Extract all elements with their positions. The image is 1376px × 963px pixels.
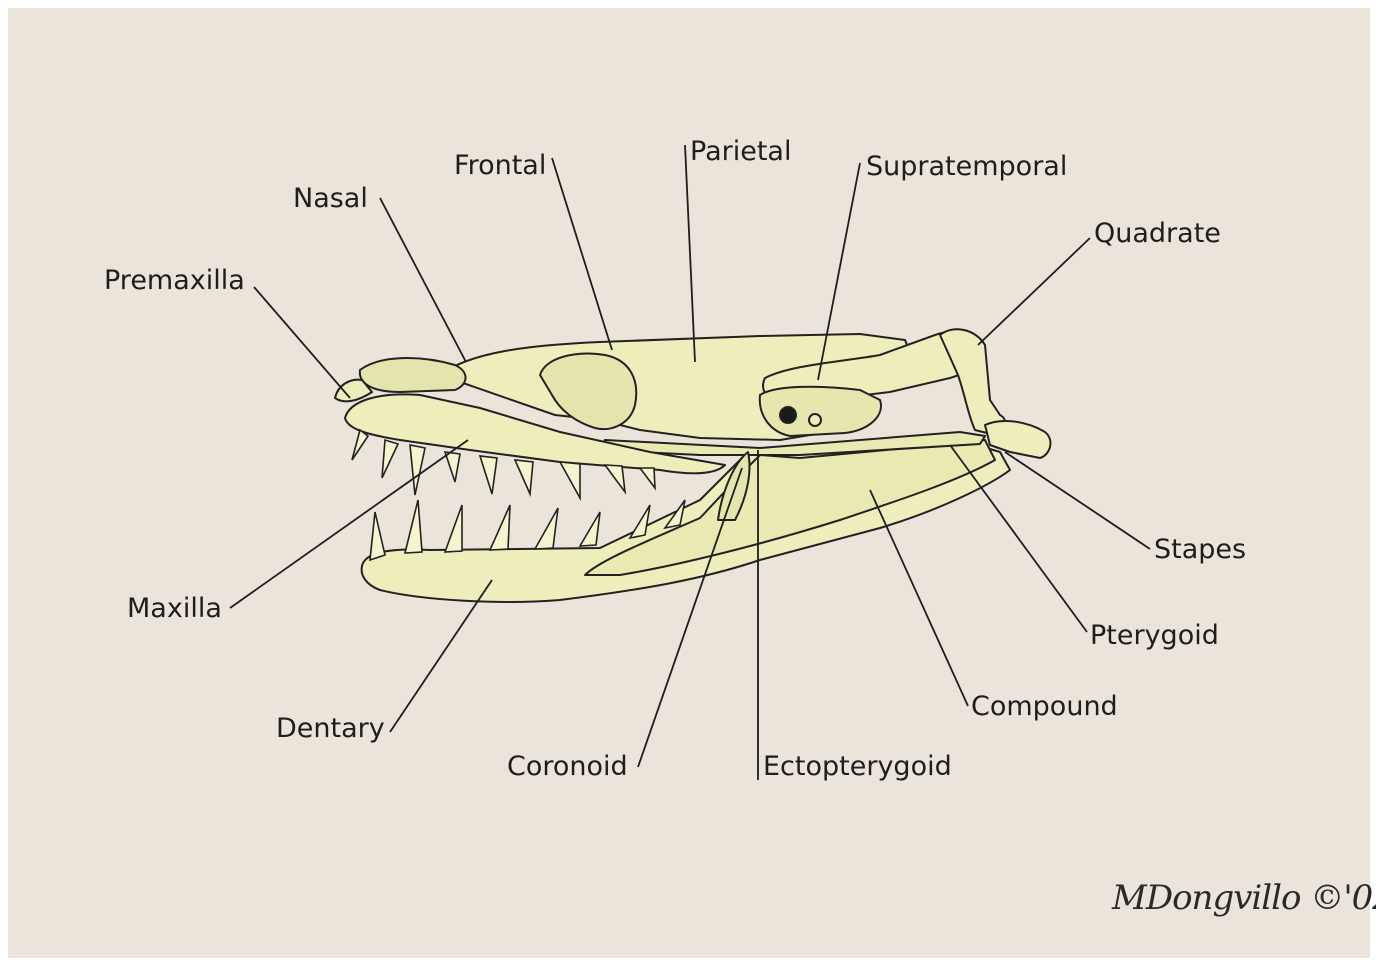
label-premaxilla: Premaxilla bbox=[104, 267, 245, 294]
label-dentary: Dentary bbox=[276, 715, 385, 742]
label-frontal: Frontal bbox=[454, 152, 546, 179]
label-compound: Compound bbox=[971, 693, 1118, 720]
frontal-bone bbox=[540, 354, 636, 430]
label-stapes: Stapes bbox=[1154, 536, 1246, 563]
label-nasal: Nasal bbox=[293, 185, 368, 212]
label-supratemporal: Supratemporal bbox=[866, 153, 1067, 180]
label-coronoid: Coronoid bbox=[507, 753, 628, 780]
label-ectopterygoid: Ectopterygoid bbox=[763, 753, 952, 780]
label-pterygoid: Pterygoid bbox=[1090, 622, 1219, 649]
quadrate-bone bbox=[940, 329, 1005, 435]
nasal-bone bbox=[360, 358, 466, 392]
label-quadrate: Quadrate bbox=[1094, 220, 1221, 247]
label-maxilla: Maxilla bbox=[127, 595, 222, 622]
artist-signature: MDongvillo ©'02 bbox=[1112, 878, 1376, 918]
label-parietal: Parietal bbox=[690, 138, 791, 165]
braincase bbox=[760, 387, 881, 436]
